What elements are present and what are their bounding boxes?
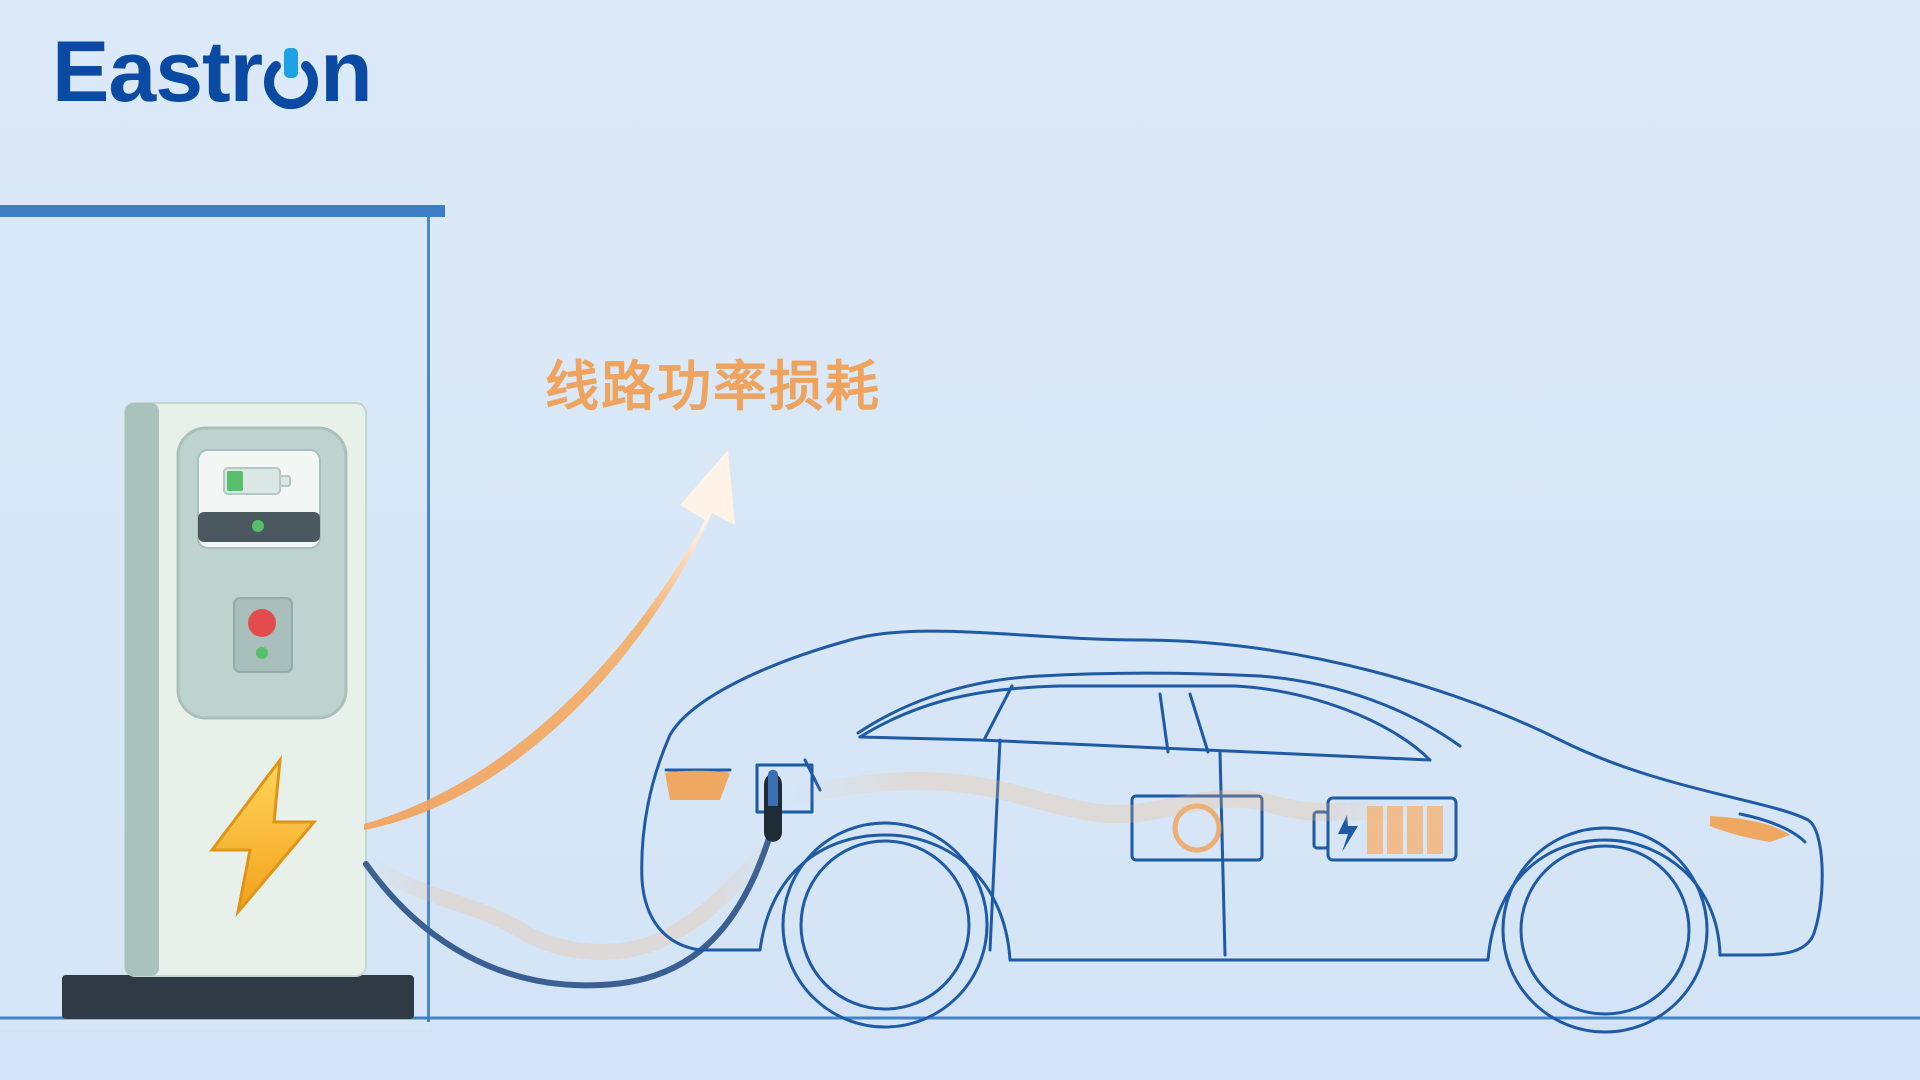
brand-name-suffix: n xyxy=(320,24,373,120)
headlight xyxy=(1710,816,1790,842)
canopy-post xyxy=(427,212,430,1022)
power-loss-arrow xyxy=(364,450,735,830)
lightning-bolt-icon xyxy=(208,754,318,918)
brand-logo: Eastr n xyxy=(52,22,373,122)
battery-status-icon xyxy=(223,467,291,495)
canopy-bar xyxy=(0,205,445,217)
charger-side-panel xyxy=(125,403,159,976)
electric-car xyxy=(640,629,1824,1034)
power-loss-label: 线路功率损耗 xyxy=(545,355,881,418)
charging-cable xyxy=(363,832,773,989)
status-led xyxy=(252,520,264,532)
charging-plug xyxy=(764,769,782,842)
internal-loss-haze xyxy=(783,772,1419,824)
rear-light xyxy=(665,770,730,800)
red-stop-button-icon xyxy=(233,597,293,673)
cable-loss-haze xyxy=(356,837,778,960)
charger-base xyxy=(62,975,414,1019)
power-symbol-icon xyxy=(264,48,319,112)
brand-name-prefix: Eastr xyxy=(52,24,263,120)
